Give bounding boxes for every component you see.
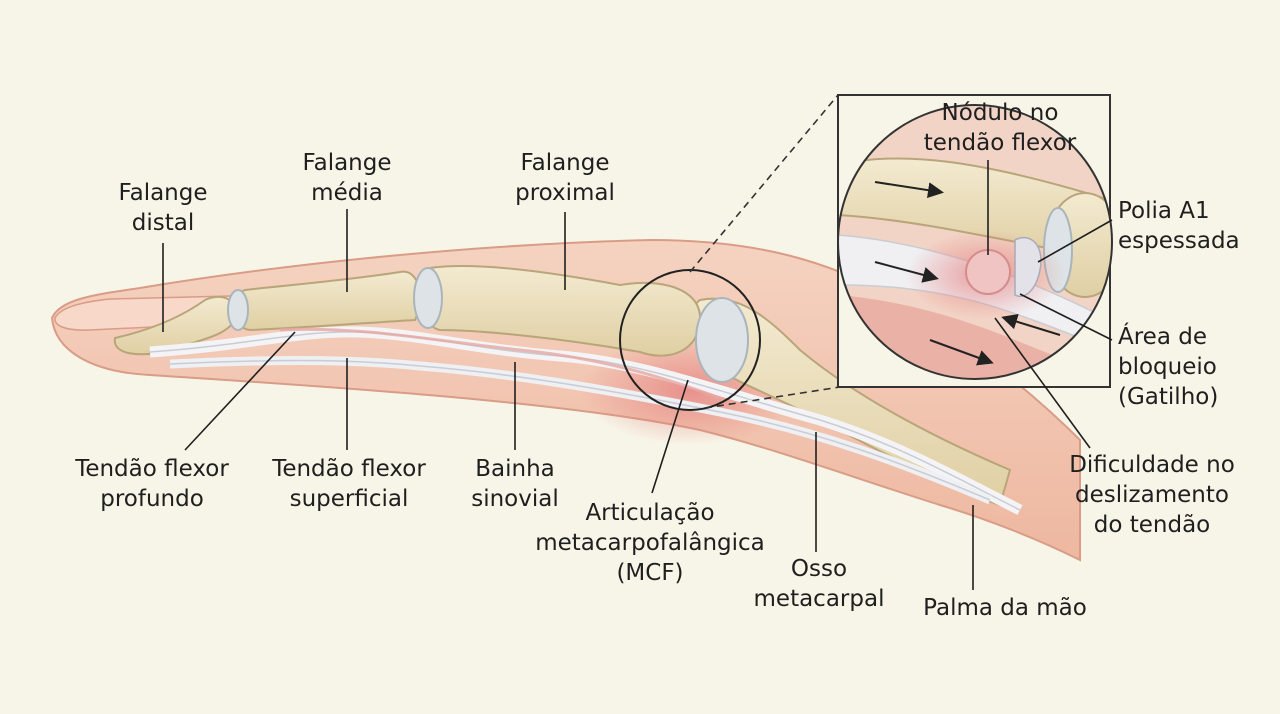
tendon-nodule xyxy=(965,249,1011,295)
zoom-circle-outline xyxy=(837,104,1113,380)
synovial-sheath xyxy=(279,327,721,400)
zoom-connector-bottom xyxy=(704,386,841,409)
mcf-highlight-circle xyxy=(619,269,761,411)
zoom-connector-top xyxy=(689,94,839,273)
dip-joint-cap xyxy=(227,289,249,331)
pip-joint-cap xyxy=(413,267,443,329)
mcp-joint-cap xyxy=(695,297,749,383)
label-palma-da-mao: Palma da mão xyxy=(923,595,1087,621)
a1-pulley xyxy=(1014,237,1042,297)
leader-lines xyxy=(162,160,1113,590)
